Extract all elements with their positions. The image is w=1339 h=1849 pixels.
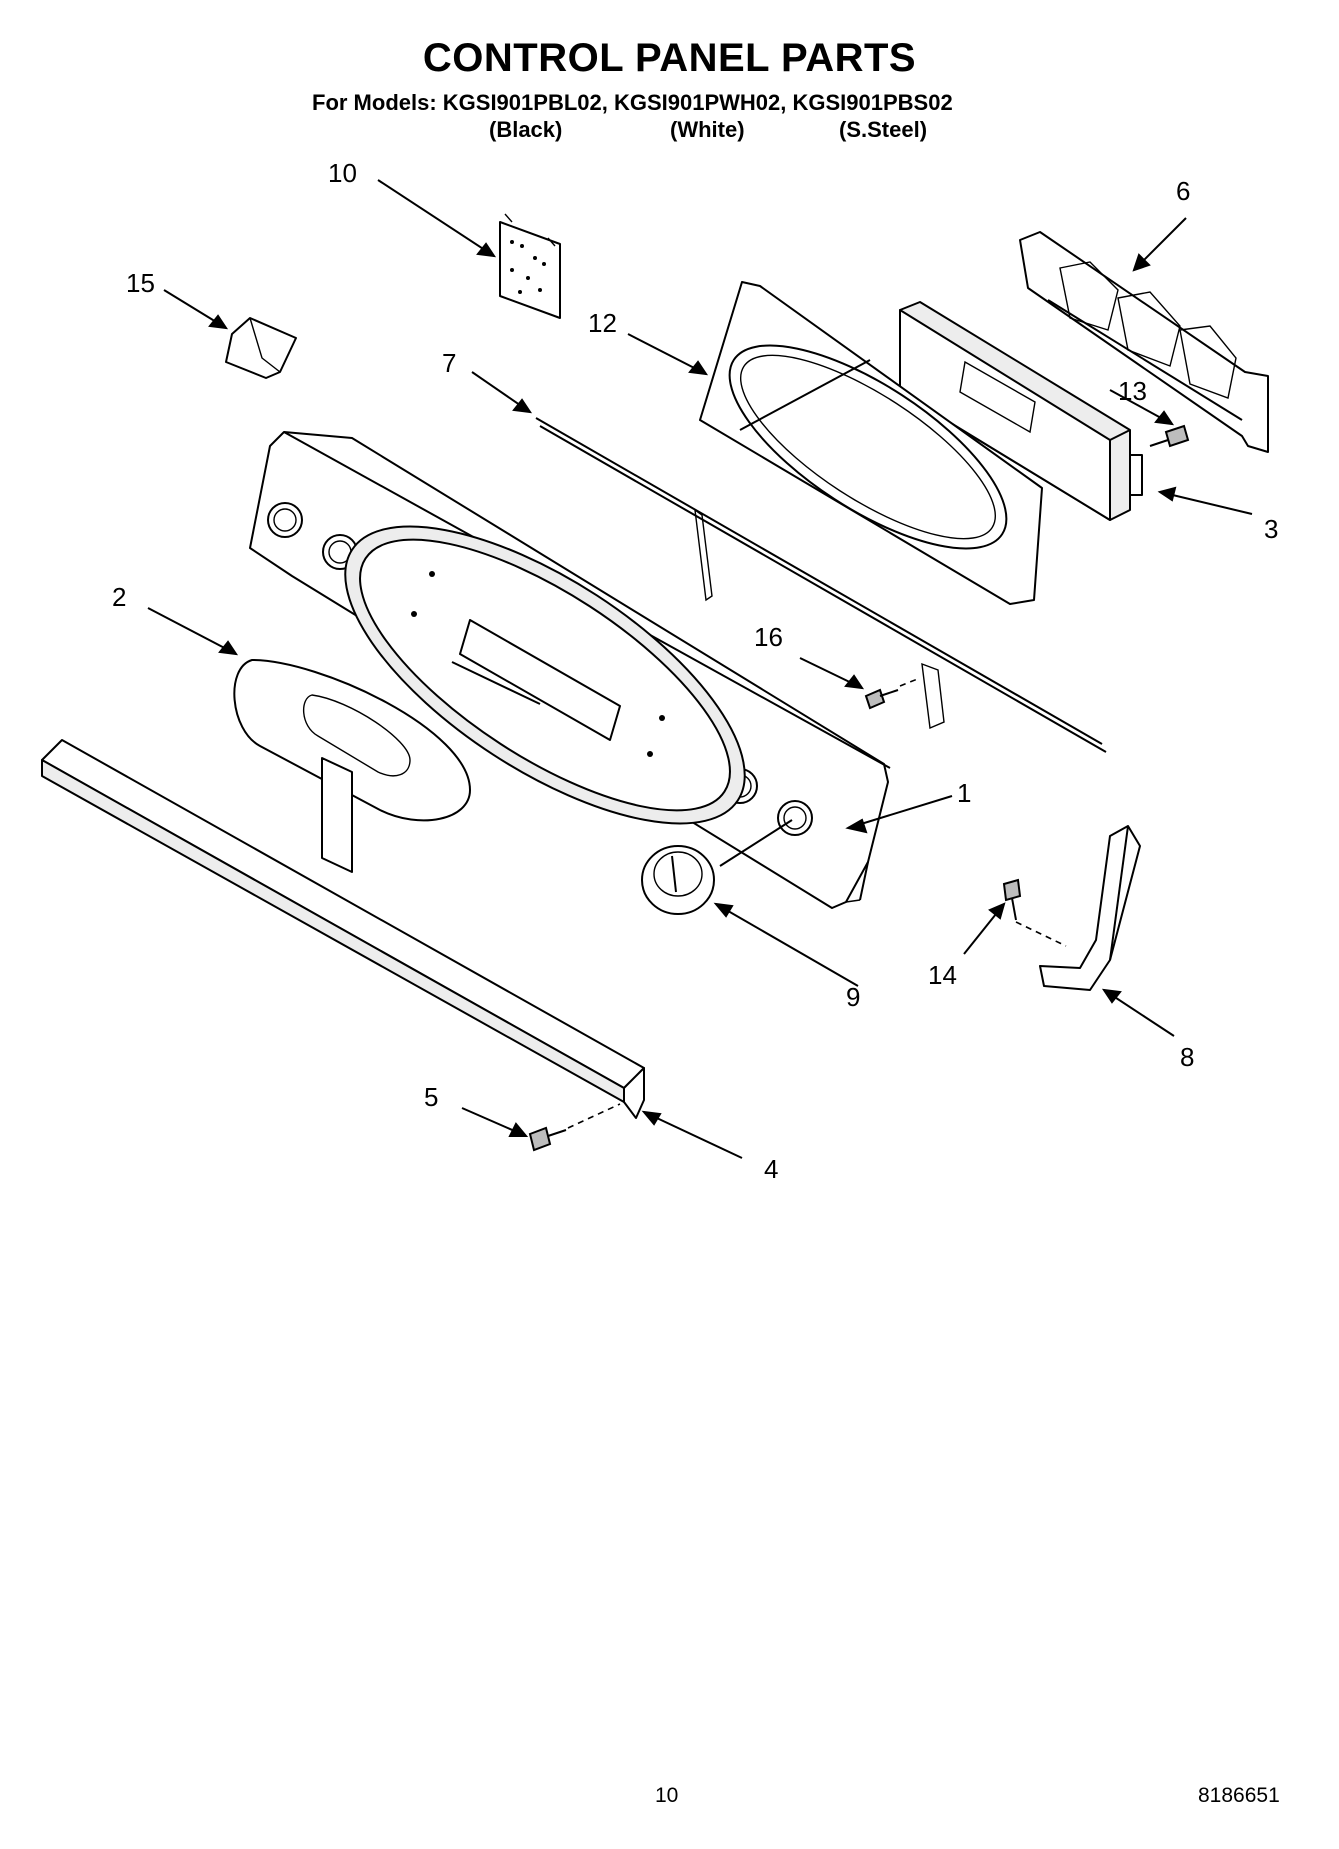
part-8-side-trim <box>1039 825 1141 991</box>
part-12-overlay-frame <box>699 281 1043 605</box>
part-9-knob <box>641 845 715 915</box>
part-6-bracket <box>1019 231 1269 453</box>
callout-4: 4 <box>764 1154 778 1184</box>
callout-15: 15 <box>126 268 155 298</box>
page-title: CONTROL PANEL PARTS <box>422 36 917 80</box>
leader-lines <box>147 179 1253 1159</box>
part-13-screw <box>1149 424 1190 448</box>
part-7-rod <box>535 417 1107 753</box>
callout-12: 12 <box>588 308 617 338</box>
part-4-end-trim <box>41 739 645 1119</box>
callout-3: 3 <box>1264 514 1278 544</box>
callout-16: 16 <box>754 622 783 652</box>
callout-13: 13 <box>1118 376 1147 406</box>
callout-2: 2 <box>112 582 126 612</box>
callout-5: 5 <box>424 1082 438 1112</box>
callout-numbers: 1 2 3 4 5 6 7 8 9 10 12 13 14 15 16 <box>112 158 1278 1184</box>
callout-10: 10 <box>328 158 357 188</box>
document-number: 8186651 <box>1198 1784 1280 1807</box>
callout-8: 8 <box>1180 1042 1194 1072</box>
models-line: For Models: KGSI901PBL02, KGSI901PWH02, … <box>312 90 953 115</box>
part-16-screw <box>864 677 921 710</box>
callout-14: 14 <box>928 960 957 990</box>
part-5-screw <box>528 1103 621 1152</box>
part-1-control-panel <box>249 431 891 909</box>
variant-steel: (S.Steel) <box>839 117 928 142</box>
callout-6: 6 <box>1176 176 1190 206</box>
part-10-circuit-board <box>499 213 561 319</box>
callout-7: 7 <box>442 348 456 378</box>
page-number: 10 <box>655 1784 679 1807</box>
callout-9: 9 <box>846 982 860 1012</box>
variant-black: (Black) <box>489 117 563 142</box>
part-14-screw <box>1002 878 1067 947</box>
part-2-overlay-trim <box>233 659 471 873</box>
variant-white: (White) <box>670 117 745 142</box>
part-15-knob-cap <box>225 317 297 379</box>
callout-1: 1 <box>957 778 971 808</box>
